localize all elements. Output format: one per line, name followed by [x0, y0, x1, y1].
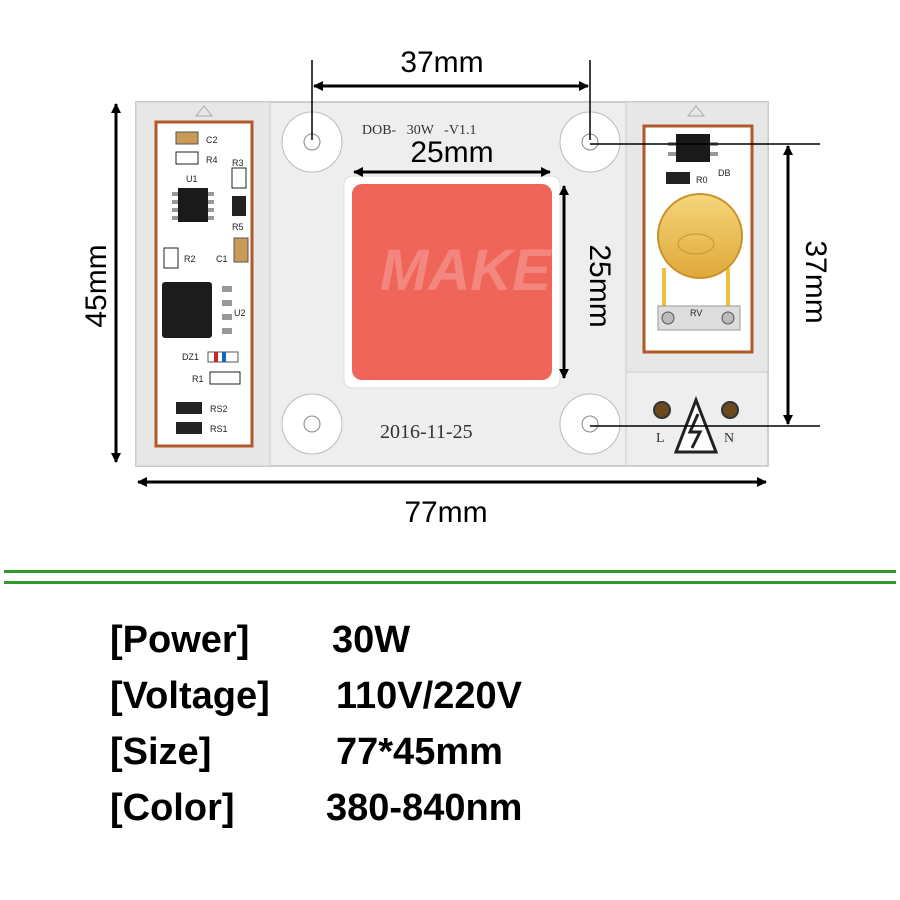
r4-label: R4 — [206, 155, 218, 165]
terminal-l-label: L — [656, 431, 665, 446]
r5-label: R5 — [232, 222, 244, 232]
spec-value-color: 380-840nm — [326, 787, 523, 829]
r0-label: R0 — [696, 175, 708, 185]
triangle-mark-icon — [194, 105, 214, 117]
varistor-rv — [657, 193, 743, 279]
spec-label-voltage: [Voltage] — [110, 675, 270, 717]
dim-led-width: 25mm — [410, 136, 493, 169]
db-bridge-chip — [676, 134, 710, 162]
pcb-model-text: DOB- 30W -V1.1 — [362, 123, 476, 138]
dim-board-height: 45mm — [80, 244, 113, 327]
spec-list: [Power] 30W [Voltage] 110V/220V [Size] 7… — [110, 612, 522, 836]
cob-led-diagram: C2 R4 U1 R3 R5 R2 C1 U2 DZ1 R1 RS2 RS1 — [80, 46, 832, 529]
mounting-hole-bottom-right — [559, 393, 621, 455]
green-divider-bottom — [4, 581, 896, 584]
spec-row-power: [Power] 30W — [110, 612, 410, 668]
r1-label: R1 — [192, 374, 204, 384]
dim-hole-spacing-horizontal: 37mm — [400, 46, 483, 79]
terminal-n-pad — [721, 401, 739, 419]
triangle-mark-icon — [686, 105, 706, 117]
terminal-l-pad — [653, 401, 671, 419]
spec-value-size: 77*45mm — [336, 731, 503, 773]
r2-label: R2 — [184, 254, 196, 264]
spec-value-power: 30W — [332, 619, 411, 661]
u2-chip — [162, 282, 212, 338]
terminal-n-label: N — [724, 431, 734, 446]
c2-label: C2 — [206, 135, 218, 145]
pcb-date-text: 2016-11-25 — [380, 421, 473, 443]
led-chip — [352, 184, 552, 380]
rs2-label: RS2 — [210, 404, 228, 414]
dim-board-width: 77mm — [404, 496, 487, 529]
mounting-hole-bottom-left — [281, 393, 343, 455]
dim-hole-spacing-vertical: 37mm — [799, 240, 832, 323]
green-divider-top — [4, 570, 896, 573]
u1-label: U1 — [186, 174, 198, 184]
mounting-hole-top-right — [559, 111, 621, 173]
watermark-text: MAKE — [380, 238, 553, 303]
rv-label: RV — [690, 308, 702, 318]
spec-row-size: [Size] 77*45mm — [110, 724, 503, 780]
spec-label-size: [Size] — [110, 731, 212, 773]
u1-chip — [178, 188, 208, 222]
left-driver-strip: C2 R4 U1 R3 R5 R2 C1 U2 DZ1 R1 RS2 RS1 — [135, 101, 271, 467]
dz1-label: DZ1 — [182, 352, 199, 362]
db-label: DB — [718, 168, 731, 178]
u2-label: U2 — [234, 308, 246, 318]
spec-row-color: [Color] 380-840nm — [110, 780, 522, 836]
c1-label: C1 — [216, 254, 228, 264]
dim-led-height: 25mm — [583, 244, 616, 327]
r3-label: R3 — [232, 158, 244, 168]
spec-value-voltage: 110V/220V — [336, 675, 522, 717]
spec-label-power: [Power] — [110, 619, 250, 661]
right-driver-strip: DB R0 RV — [625, 101, 769, 373]
rs1-label: RS1 — [210, 424, 228, 434]
spec-label-color: [Color] — [110, 787, 235, 829]
spec-row-voltage: [Voltage] 110V/220V — [110, 668, 522, 724]
